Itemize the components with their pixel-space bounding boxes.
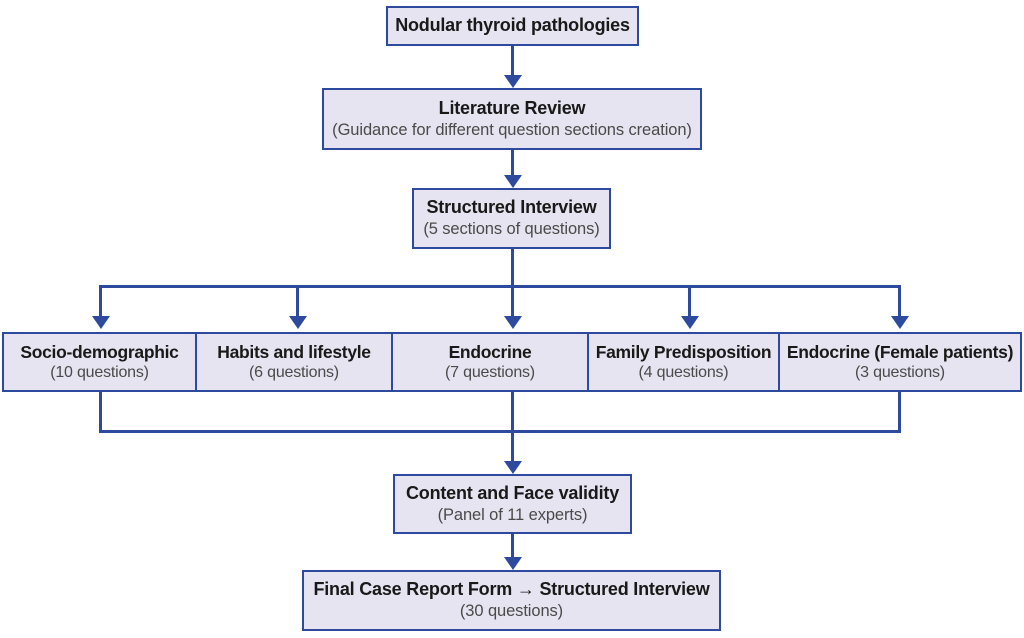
connector-drop-socio-demographic	[99, 285, 102, 318]
node-subtitle: (Guidance for different question section…	[332, 120, 692, 139]
section-subtitle: (6 questions)	[249, 363, 339, 381]
arrowhead-habits-lifestyle	[288, 316, 307, 329]
connector-root-to-literature	[511, 46, 514, 77]
node-content-face-validity: Content and Face validity (Panel of 11 e…	[393, 474, 632, 534]
arrowhead-validity	[503, 461, 522, 474]
connector-drop-endocrine-female	[898, 285, 901, 318]
connector-drop-habits-lifestyle	[296, 285, 299, 318]
connector-drop-family-predisposition	[688, 285, 691, 318]
section-title: Socio-demographic	[20, 341, 179, 362]
section-subtitle: (7 questions)	[445, 363, 535, 381]
node-subtitle: (5 sections of questions)	[423, 220, 600, 239]
node-structured-interview: Structured Interview (5 sections of ques…	[412, 188, 611, 249]
node-title: Structured Interview	[426, 197, 597, 218]
node-title: Content and Face validity	[405, 482, 620, 503]
connector-riser-center	[511, 392, 514, 433]
section-title: Family Predisposition	[595, 341, 772, 362]
arrowhead-socio-demographic	[91, 316, 110, 329]
section-title: Endocrine (Female patients)	[786, 341, 1014, 362]
connector-collector-to-validity	[511, 430, 514, 463]
connector-literature-to-interview	[511, 150, 514, 177]
section-subtitle: (3 questions)	[855, 363, 945, 381]
section-title: Habits and lifestyle	[217, 341, 371, 362]
section-cell-endocrine: Endocrine (7 questions)	[393, 334, 589, 390]
node-subtitle: (30 questions)	[459, 602, 564, 621]
node-literature-review: Literature Review (Guidance for differen…	[322, 88, 702, 150]
arrowhead-interview	[503, 175, 522, 188]
node-nodular-thyroid-pathologies: Nodular thyroid pathologies	[386, 6, 639, 46]
section-cell-family-predisposition: Family Predisposition (4 questions)	[589, 334, 780, 390]
node-subtitle: (Panel of 11 experts)	[437, 505, 588, 524]
section-title: Endocrine	[448, 341, 532, 362]
arrowhead-endocrine	[503, 316, 522, 329]
connector-drop-endocrine	[511, 285, 514, 318]
arrowhead-endocrine-female	[890, 316, 909, 329]
connector-validity-to-final	[511, 534, 514, 559]
section-row: Socio-demographic (10 questions) Habits …	[2, 332, 1022, 392]
arrowhead-family-predisposition	[680, 316, 699, 329]
arrowhead-final	[503, 557, 522, 570]
section-cell-socio-demographic: Socio-demographic (10 questions)	[4, 334, 197, 390]
section-subtitle: (4 questions)	[638, 363, 729, 381]
section-subtitle: (10 questions)	[50, 363, 149, 381]
connector-section-collector	[99, 430, 901, 433]
connector-riser-left	[99, 392, 102, 433]
connector-riser-right	[898, 392, 901, 433]
section-cell-endocrine-female: Endocrine (Female patients) (3 questions…	[780, 334, 1020, 390]
section-cell-habits-lifestyle: Habits and lifestyle (6 questions)	[197, 334, 393, 390]
connector-section-bus	[99, 285, 901, 288]
node-title: Final Case Report Form → Structured Inte…	[313, 579, 710, 600]
node-final-case-report-form: Final Case Report Form → Structured Inte…	[302, 570, 721, 631]
arrowhead-literature	[503, 75, 522, 88]
node-title: Nodular thyroid pathologies	[395, 15, 630, 36]
connector-interview-stem	[511, 249, 514, 287]
node-title: Literature Review	[438, 97, 586, 118]
